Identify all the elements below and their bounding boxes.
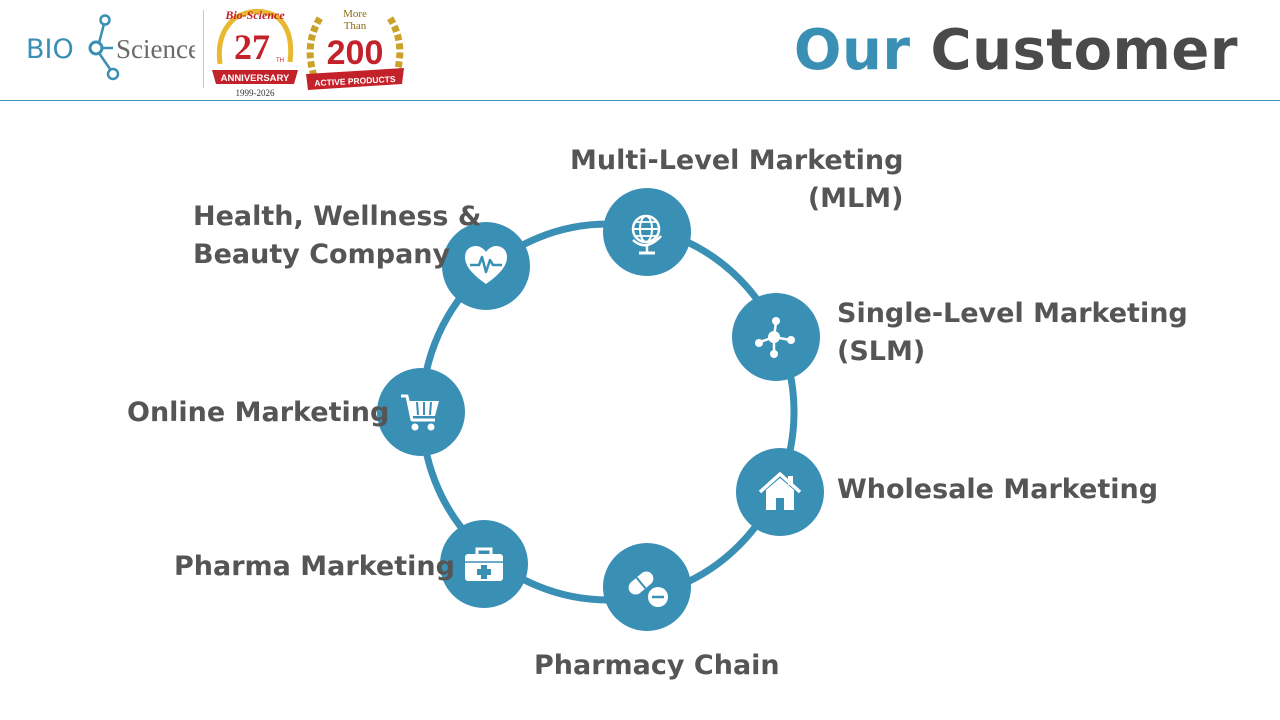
health-node — [442, 222, 530, 310]
title-word-our: Our — [793, 18, 911, 83]
online-label: Online Marketing — [127, 397, 390, 428]
header-divider — [0, 100, 1280, 101]
house-icon — [758, 472, 802, 510]
svg-text:Science: Science — [116, 34, 195, 64]
svg-text:More: More — [343, 8, 367, 20]
wholesale-node — [736, 448, 824, 536]
pharma-label: Pharma Marketing — [174, 551, 455, 582]
pharma-node — [440, 520, 528, 608]
health-label: Health, Wellness & Beauty Company — [193, 201, 482, 270]
svg-text:ANNIVERSARY: ANNIVERSARY — [221, 73, 290, 84]
svg-text:1999-2026: 1999-2026 — [236, 88, 275, 98]
svg-text:200: 200 — [327, 34, 384, 72]
pills-icon — [628, 571, 668, 607]
svg-text:27: 27 — [234, 27, 270, 67]
active-products-badge: More Than 200 ACTIVE PRODUCTS — [306, 8, 404, 90]
mlm-node — [603, 188, 691, 276]
svg-text:ACTIVE PRODUCTS: ACTIVE PRODUCTS — [314, 74, 396, 88]
anniversary-badge: Bio-Science 27 TH ANNIVERSARY 1999-2026 — [212, 8, 298, 98]
shopping-cart-icon — [401, 394, 439, 431]
medical-kit-icon — [465, 547, 503, 581]
page-title: Our Customer — [794, 18, 1238, 83]
slm-label: Single-Level Marketing (SLM) — [837, 298, 1188, 367]
mlm-label: Multi-Level Marketing (MLM) — [570, 145, 904, 214]
bio-science-logo: BIO Science — [26, 14, 195, 81]
heart-pulse-icon — [465, 246, 507, 284]
pharmacy-label: Pharmacy Chain — [534, 650, 780, 681]
globe-icon — [631, 214, 662, 255]
slm-node — [732, 293, 820, 381]
pharmacy-node — [603, 543, 691, 631]
title-word-customer: Customer — [930, 18, 1238, 83]
wholesale-label: Wholesale Marketing — [837, 474, 1159, 505]
logo-separator — [203, 10, 204, 88]
svg-text:BIO: BIO — [26, 34, 74, 65]
header: BIO Science Bio-Science 27 TH ANNIVERSAR… — [0, 0, 1280, 100]
svg-text:Than: Than — [344, 20, 367, 32]
svg-text:Bio-Science: Bio-Science — [224, 8, 285, 22]
svg-text:TH: TH — [276, 58, 284, 64]
network-icon — [755, 317, 795, 358]
online-node — [377, 368, 465, 456]
